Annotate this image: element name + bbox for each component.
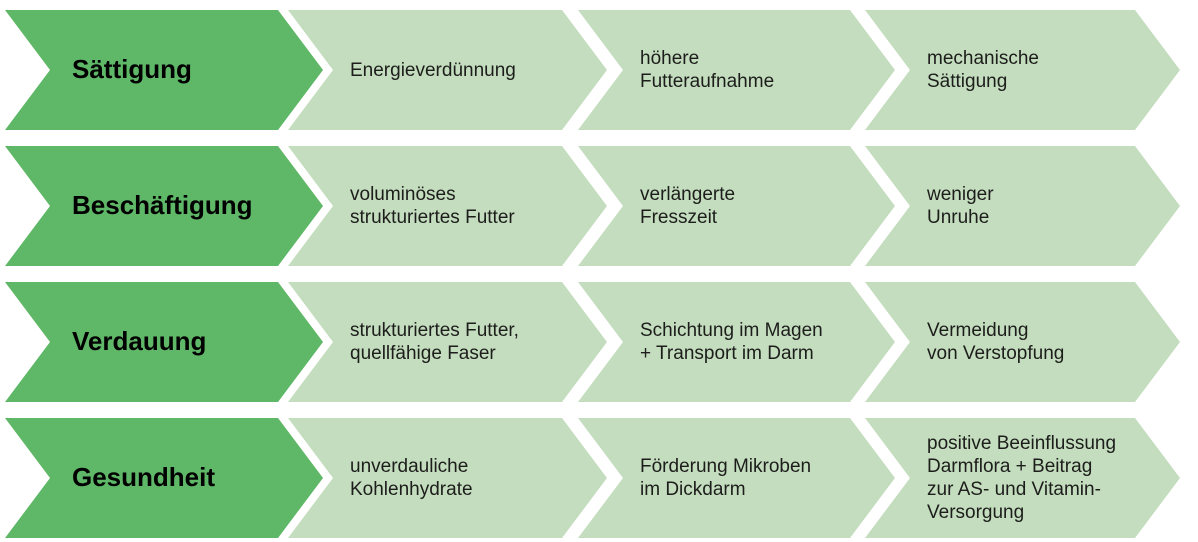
step-text: positive Beeinflussung Darmflora + Beitr…: [927, 433, 1117, 523]
step-arrow: unverdauliche Kohlenhydrate: [288, 418, 607, 538]
step-arrow: mechanische Sättigung: [865, 10, 1180, 130]
category-label: Beschäftigung: [72, 190, 253, 221]
step-text: verlängerte Fresszeit: [640, 184, 736, 228]
step-arrow: Energieverdünnung: [288, 10, 607, 130]
step-arrow: Schichtung im Magen + Transport im Darm: [578, 282, 895, 402]
category-label: Verdauung: [72, 326, 207, 357]
step-text: voluminöses strukturiertes Futter: [350, 184, 515, 228]
step-text: Vermeidung von Verstopfung: [927, 320, 1065, 364]
step-arrow: strukturiertes Futter, quellfähige Faser: [288, 282, 607, 402]
step-text: strukturiertes Futter, quellfähige Faser: [350, 320, 519, 364]
step-arrow: weniger Unruhe: [865, 146, 1180, 266]
category-arrow: Beschäftigung: [5, 146, 323, 266]
step-arrow: Förderung Mikroben im Dickdarm: [578, 418, 895, 538]
step-text: Förderung Mikroben im Dickdarm: [640, 456, 812, 500]
step-arrow: höhere Futteraufnahme: [578, 10, 895, 130]
step-arrow: voluminöses strukturiertes Futter: [288, 146, 607, 266]
step-arrow: verlängerte Fresszeit: [578, 146, 895, 266]
step-arrow: Vermeidung von Verstopfung: [865, 282, 1180, 402]
step-text: höhere Futteraufnahme: [640, 48, 775, 92]
flow-row-gesundheit: Gesundheit unverdauliche Kohlenhydrate F…: [0, 418, 1198, 538]
step-text: Energieverdünnung: [350, 59, 516, 81]
step-text: Schichtung im Magen + Transport im Darm: [640, 320, 823, 364]
step-text: mechanische Sättigung: [927, 48, 1039, 92]
category-arrow: Sättigung: [5, 10, 323, 130]
category-arrow: Verdauung: [5, 282, 323, 402]
step-text: unverdauliche Kohlenhydrate: [350, 456, 473, 500]
category-label: Sättigung: [72, 54, 192, 85]
flow-row-saettigung: Sättigung Energieverdünnung höhere Futte…: [0, 10, 1198, 130]
step-arrow: positive Beeinflussung Darmflora + Beitr…: [865, 418, 1180, 538]
step-text: weniger Unruhe: [927, 184, 994, 228]
category-arrow: Gesundheit: [5, 418, 323, 538]
flow-row-verdauung: Verdauung strukturiertes Futter, quellfä…: [0, 282, 1198, 402]
flow-row-beschaeftigung: Beschäftigung voluminöses strukturiertes…: [0, 146, 1198, 266]
category-label: Gesundheit: [72, 462, 216, 493]
